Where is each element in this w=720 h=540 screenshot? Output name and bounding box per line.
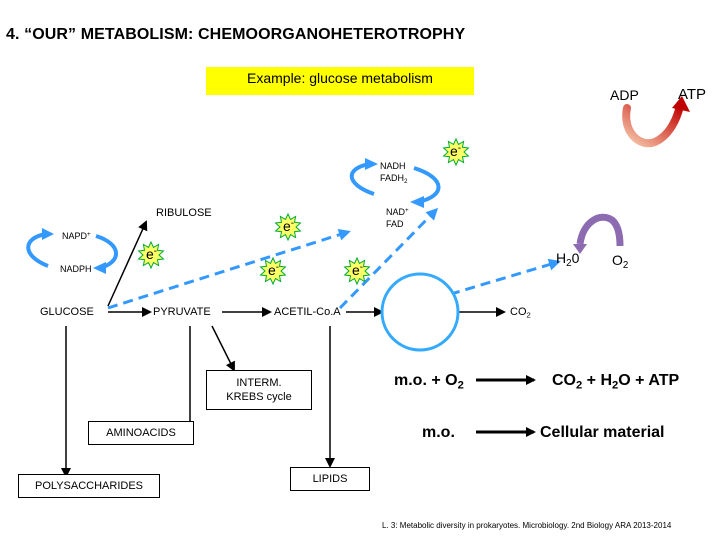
fad-label: FAD (386, 219, 404, 229)
interm-krebs-box: INTERM. KREBS cycle (206, 370, 312, 410)
dashed-electron-flow (107, 207, 561, 310)
mo-o2-label: m.o. + O2 (394, 372, 464, 392)
glucose-label: GLUCOSE (40, 306, 94, 318)
electron-star-acetil (343, 256, 371, 286)
h2o-o2-arrow (573, 213, 624, 254)
electron-label-left: e- (146, 246, 158, 262)
pathway-arrows (61, 220, 536, 478)
electron-star-ribulose (274, 212, 302, 242)
electron-star-pyruvate (259, 256, 287, 286)
electron-star-top (442, 137, 470, 167)
footer-citation: L. 3: Metabolic diversity in prokaryotes… (382, 521, 672, 530)
products-label: CO2 + H2O + ATP (552, 372, 680, 392)
o2-label: O2 (612, 252, 629, 271)
nadph-label: NADPH (60, 264, 92, 274)
pyruvate-label: PYRUVATE (153, 306, 211, 318)
nadh-nad-exchange-arrows (349, 158, 441, 208)
interm-line2: KREBS cycle (226, 391, 292, 403)
lipids-box: LIPIDS (290, 467, 370, 491)
electron-label-acetil: e- (352, 262, 364, 278)
page-title: 4. “OUR” METABOLISM: CHEMOORGANOHETEROTR… (6, 26, 466, 43)
adp-atp-arrow (622, 96, 690, 148)
napd-plus-label: NAPD+ (62, 231, 91, 242)
electron-star-left (137, 240, 165, 270)
electron-label-top: e- (450, 143, 462, 159)
example-banner: Example: glucose metabolism (206, 67, 474, 95)
mo-label: m.o. (422, 424, 455, 441)
fadh2-label: FADH2 (380, 173, 408, 185)
ribulose-label: RIBULOSE (156, 207, 212, 219)
atp-label: ATP (678, 86, 707, 103)
electron-label-ribulose: e- (283, 218, 295, 234)
polysaccharides-box: POLYSACCHARIDES (18, 474, 160, 498)
h2o-label: H20 (556, 250, 580, 269)
adp-label: ADP (610, 87, 639, 103)
nadh-label: NADH (380, 161, 406, 171)
electron-stars (137, 137, 470, 286)
krebs-cycle-circle (380, 272, 460, 352)
co2-label: CO2 (510, 306, 531, 320)
aminoacids-box: AMINOACIDS (88, 421, 194, 445)
nad-plus-label: NAD+ (386, 207, 409, 218)
napd-nadph-exchange-arrows (26, 228, 118, 274)
acetil-coa-label: ACETIL-Co.A (274, 306, 341, 318)
electron-label-pyruvate: e- (268, 262, 280, 278)
interm-line1: INTERM. (236, 377, 282, 389)
cellular-material-label: Cellular material (540, 424, 665, 441)
